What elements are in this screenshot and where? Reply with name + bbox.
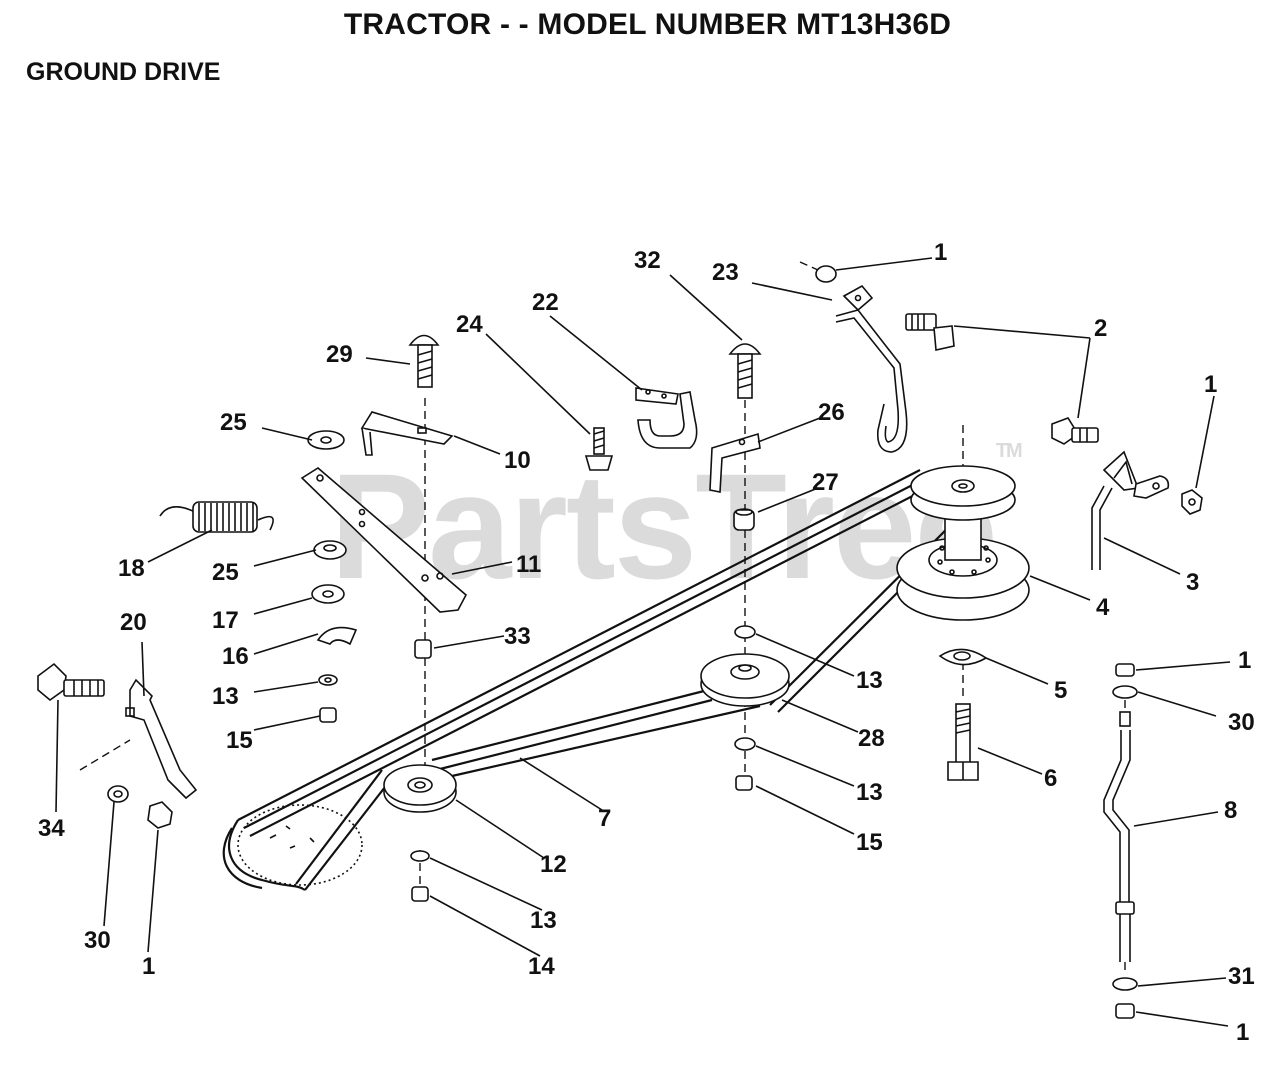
bushing-25-top [307, 430, 345, 450]
carriage-bolt-32 [728, 343, 762, 399]
callout-label: 1 [142, 953, 155, 980]
nut-15-center [735, 775, 753, 791]
callout-label: 12 [540, 851, 567, 878]
callout-label: 13 [212, 683, 239, 710]
callout-label: 1 [1204, 371, 1217, 398]
callout-label: 14 [528, 953, 555, 980]
callout-label: 31 [1228, 963, 1255, 990]
bracket-26 [709, 432, 761, 493]
pulley-28 [700, 653, 790, 707]
callout-label: 34 [38, 815, 65, 842]
section-title: GROUND DRIVE [26, 58, 221, 86]
bolt-2-top [905, 313, 955, 351]
callout-label: 3 [1186, 569, 1199, 596]
callout-label: 1 [934, 239, 947, 266]
diagram-title: TRACTOR - - MODEL NUMBER MT13H36D [343, 8, 952, 41]
callout-label: 28 [858, 725, 885, 752]
washer-17 [311, 584, 345, 604]
callout-label: 2 [1094, 315, 1107, 342]
spacer-33 [414, 639, 432, 659]
callout-label: 4 [1096, 594, 1110, 621]
callout-label: 30 [1228, 709, 1255, 736]
callout-label: 17 [212, 607, 239, 634]
callout-label: 29 [326, 341, 353, 368]
washer-5 [938, 648, 988, 666]
callout-label: 24 [456, 311, 483, 338]
callout-label: 6 [1044, 765, 1057, 792]
nut-1-left [147, 801, 173, 829]
nut-15-left [319, 707, 337, 723]
callout-label: 18 [118, 555, 145, 582]
callout-labels: 1 32 23 2 22 24 29 26 1 25 10 27 18 11 3… [38, 239, 1255, 1046]
washer-13-center [734, 625, 756, 639]
callout-label: 16 [222, 643, 249, 670]
callout-label: 7 [598, 805, 611, 832]
nut-1-right [1181, 489, 1203, 515]
callout-label: 13 [530, 907, 557, 934]
bracket-20 [125, 678, 198, 800]
nut-14 [411, 886, 429, 902]
clip-16 [316, 626, 358, 646]
callout-label: 15 [856, 829, 883, 856]
callout-label: 25 [220, 409, 247, 436]
callout-label: 32 [634, 247, 661, 274]
callout-label: 5 [1054, 677, 1067, 704]
callout-label: 30 [84, 927, 111, 954]
lever-3 [1091, 450, 1170, 570]
carriage-bolt-29 [408, 334, 440, 388]
callout-label: 33 [504, 623, 531, 650]
bracket-22 [635, 387, 698, 449]
washer-30-left [107, 785, 129, 803]
bolt-2 [1051, 417, 1099, 445]
bolt-34 [37, 662, 105, 702]
callout-label: 23 [712, 259, 739, 286]
idler-arm-11 [300, 467, 468, 613]
callout-label: 11 [516, 551, 541, 578]
washer-13-left [318, 674, 338, 686]
leader-lines [55, 257, 1231, 1027]
callout-label: 25 [212, 559, 239, 586]
rod-8-stack [1103, 663, 1138, 1019]
bracket-10 [360, 411, 454, 456]
washer-13-center-lower [734, 737, 756, 751]
drive-belt [222, 469, 987, 891]
callout-label: 1 [1238, 647, 1251, 674]
screw-24 [584, 427, 614, 471]
callout-label: 13 [856, 779, 883, 806]
callout-label: 13 [856, 667, 883, 694]
bushing-25 [313, 540, 347, 560]
pulley-4 [896, 465, 1030, 621]
callout-label: 26 [818, 399, 845, 426]
washer-13-lower [410, 850, 430, 862]
spacer-27 [733, 508, 755, 531]
callout-label: 27 [812, 469, 839, 496]
callout-label: 8 [1224, 797, 1237, 824]
rod-23 [815, 265, 908, 453]
callout-label: 1 [1236, 1019, 1249, 1046]
pulley-12 [383, 764, 457, 813]
callout-label: 15 [226, 727, 253, 754]
spring-18 [159, 501, 274, 533]
callout-label: 20 [120, 609, 147, 636]
bolt-6 [947, 703, 979, 781]
callout-label: 10 [504, 447, 531, 474]
callout-label: 22 [532, 289, 559, 316]
